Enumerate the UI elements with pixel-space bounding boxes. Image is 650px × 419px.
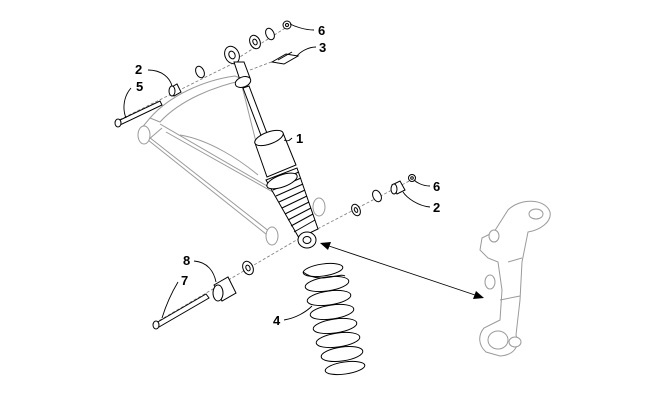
- callout-4: 4: [273, 313, 281, 328]
- right-hardware: [351, 174, 416, 217]
- callout-1: 1: [296, 131, 303, 146]
- callout-6-right: 6: [433, 179, 440, 194]
- callout-8: 8: [183, 253, 190, 268]
- coil-spring: [302, 262, 366, 376]
- callout-3: 3: [319, 40, 326, 55]
- callout-5: 5: [136, 79, 143, 94]
- shock-absorber: [224, 45, 319, 249]
- top-hardware: [114, 20, 300, 128]
- bottom-hardware: [152, 260, 254, 330]
- callout-7: 7: [181, 273, 188, 288]
- callout-2-right: 2: [433, 200, 440, 215]
- callout-leaders: [123, 23, 431, 321]
- assembly-lines: [114, 24, 416, 324]
- double-arrow: [320, 242, 484, 299]
- callout-6-top: 6: [318, 23, 325, 38]
- callout-labels: 1 2 2 3 4 5 6 6 7 8: [135, 23, 440, 328]
- a-arm: [137, 75, 326, 246]
- spindle: [479, 200, 551, 357]
- callout-2-top: 2: [135, 62, 142, 77]
